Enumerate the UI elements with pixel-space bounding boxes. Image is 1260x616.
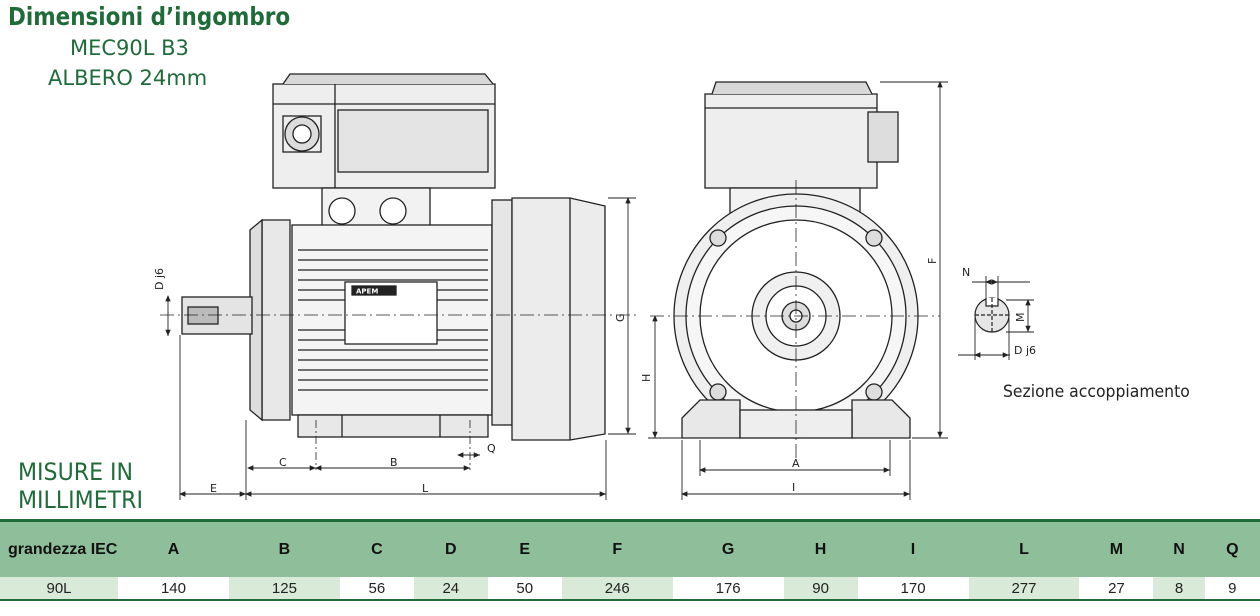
- side-view: APEM: [181, 73, 606, 441]
- dim-label-A: A: [792, 457, 800, 470]
- header-H: H: [783, 519, 858, 577]
- cell-F: 246: [561, 577, 673, 601]
- dim-label-C: C: [279, 456, 287, 469]
- header-M: M: [1079, 519, 1154, 577]
- dim-label-I: I: [792, 481, 795, 494]
- dim-label-L: L: [422, 482, 429, 495]
- header-A: A: [118, 519, 229, 577]
- technical-drawing: APEM C B E L Q D j6 G: [153, 73, 1036, 500]
- units-note-line-1: MISURE IN: [18, 458, 134, 486]
- header-N: N: [1153, 519, 1205, 577]
- header-I: I: [857, 519, 969, 577]
- shaft-section: [974, 297, 1010, 333]
- header-G: G: [672, 519, 784, 577]
- cell-B: 125: [228, 577, 340, 601]
- header-F: F: [561, 519, 673, 577]
- header-L: L: [968, 519, 1080, 577]
- model-label: MEC90L B3: [70, 36, 189, 60]
- dimensions-table: grandezza IEC A B C D E F G H I L M N Q …: [0, 519, 1260, 601]
- cell-A: 140: [118, 577, 229, 601]
- header-D: D: [413, 519, 488, 577]
- dim-label-N: N: [962, 266, 970, 279]
- dim-label-Dj6: D j6: [1014, 344, 1036, 357]
- brand-plate: APEM: [356, 288, 378, 296]
- dim-label-Q: Q: [487, 442, 496, 455]
- header-B: B: [228, 519, 340, 577]
- dim-label-D: D j6: [153, 268, 166, 290]
- dim-label-H: H: [640, 374, 653, 382]
- cell-D: 24: [413, 577, 488, 601]
- cell-H: 90: [783, 577, 858, 601]
- dim-label-F: F: [926, 258, 939, 264]
- cell-N: 8: [1153, 577, 1205, 601]
- header-Q: Q: [1204, 519, 1260, 577]
- cell-Q: 9: [1204, 577, 1260, 601]
- shaft-label: ALBERO 24mm: [48, 66, 208, 90]
- terminal-box-front: [704, 93, 878, 189]
- cell-L: 277: [968, 577, 1080, 601]
- dim-label-G: G: [614, 313, 627, 322]
- header-grandezza-iec: grandezza IEC: [0, 519, 118, 577]
- cell-E: 50: [487, 577, 562, 601]
- units-note-line-2: MILLIMETRI: [18, 486, 144, 514]
- cell-size: 90L: [0, 577, 118, 601]
- section-caption: Sezione accoppiamento: [1003, 382, 1190, 402]
- dim-label-M: M: [1014, 313, 1027, 323]
- header-C: C: [339, 519, 414, 577]
- dim-label-B: B: [390, 456, 398, 469]
- units-note: MISURE IN MILLIMETRI: [18, 458, 143, 514]
- cell-M: 27: [1079, 577, 1154, 601]
- page-title: Dimensioni d’ingombro: [8, 2, 291, 31]
- dim-label-E: E: [210, 482, 217, 495]
- header-E: E: [487, 519, 562, 577]
- cell-I: 170: [857, 577, 969, 601]
- table-row: 90L 140 125 56 24 50 246 176 90 170 277 …: [0, 577, 1260, 601]
- cell-C: 56: [339, 577, 414, 601]
- cell-G: 176: [672, 577, 784, 601]
- table-header-row: grandezza IEC A B C D E F G H I L M N Q: [0, 519, 1260, 577]
